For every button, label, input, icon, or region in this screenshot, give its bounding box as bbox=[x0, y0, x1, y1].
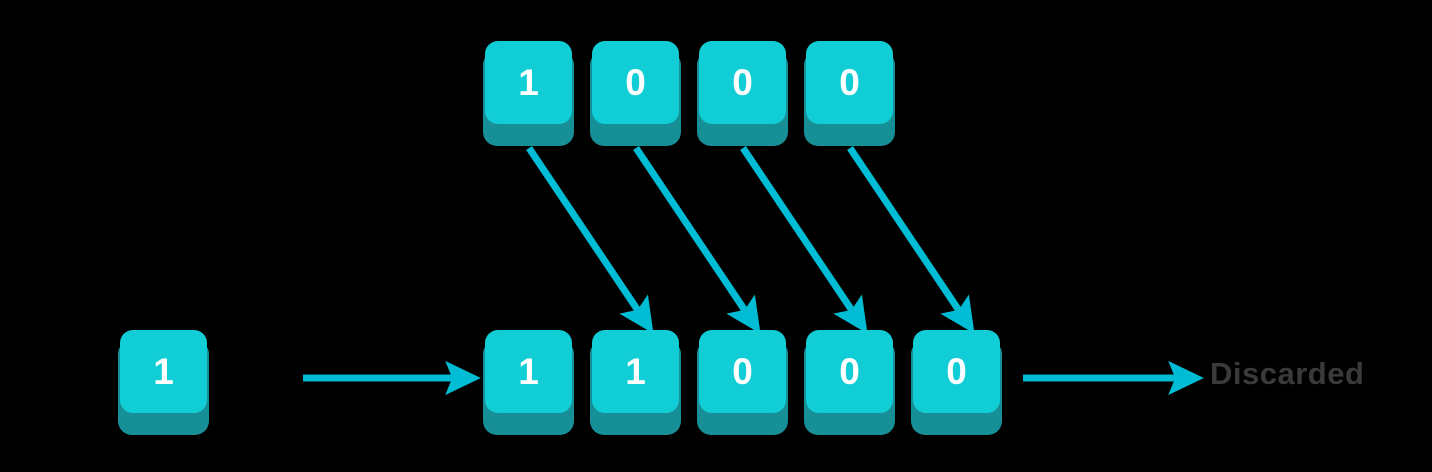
incoming-bit-key-2[interactable]: 0 bbox=[697, 41, 788, 146]
incoming-bit-key-1[interactable]: 0 bbox=[590, 41, 681, 146]
register-bit-key-0[interactable]: 1 bbox=[483, 330, 574, 435]
register-bit-key-1[interactable]: 1 bbox=[590, 330, 681, 435]
keycap-face bbox=[806, 330, 893, 413]
keycap-face bbox=[913, 330, 1000, 413]
keycap-label: 0 bbox=[732, 62, 753, 103]
shift-arrow-3 bbox=[847, 146, 975, 334]
register-bit-key-4[interactable]: 0 bbox=[911, 330, 1002, 435]
keycap-label: 1 bbox=[625, 351, 646, 392]
input-bit-key[interactable]: 1 bbox=[118, 330, 209, 435]
keycap-label: 0 bbox=[732, 351, 753, 392]
keycap-face bbox=[699, 41, 786, 124]
keycap-face bbox=[485, 330, 572, 413]
keycap-label: 1 bbox=[518, 351, 539, 392]
keycap-label: 0 bbox=[625, 62, 646, 103]
keycap-face bbox=[120, 330, 207, 413]
keycap-face bbox=[699, 330, 786, 413]
keycap-label: 0 bbox=[946, 351, 967, 392]
keycap-face bbox=[806, 41, 893, 124]
keycap-face bbox=[485, 41, 572, 124]
keycap-face bbox=[592, 41, 679, 124]
keycap-face bbox=[592, 330, 679, 413]
shift-arrow-1 bbox=[633, 146, 761, 334]
keycap-label: 0 bbox=[839, 62, 860, 103]
shift-arrow-2 bbox=[740, 146, 868, 334]
keycap-label: 1 bbox=[153, 351, 174, 392]
incoming-bit-key-3[interactable]: 0 bbox=[804, 41, 895, 146]
keycap-label: 1 bbox=[518, 62, 539, 103]
shift-arrow-0 bbox=[526, 146, 654, 334]
register-bit-key-2[interactable]: 0 bbox=[697, 330, 788, 435]
register-bit-key-3[interactable]: 0 bbox=[804, 330, 895, 435]
discarded-label: Discarded bbox=[1210, 356, 1365, 391]
keycap-label: 0 bbox=[839, 351, 860, 392]
incoming-bit-key-0[interactable]: 1 bbox=[483, 41, 574, 146]
